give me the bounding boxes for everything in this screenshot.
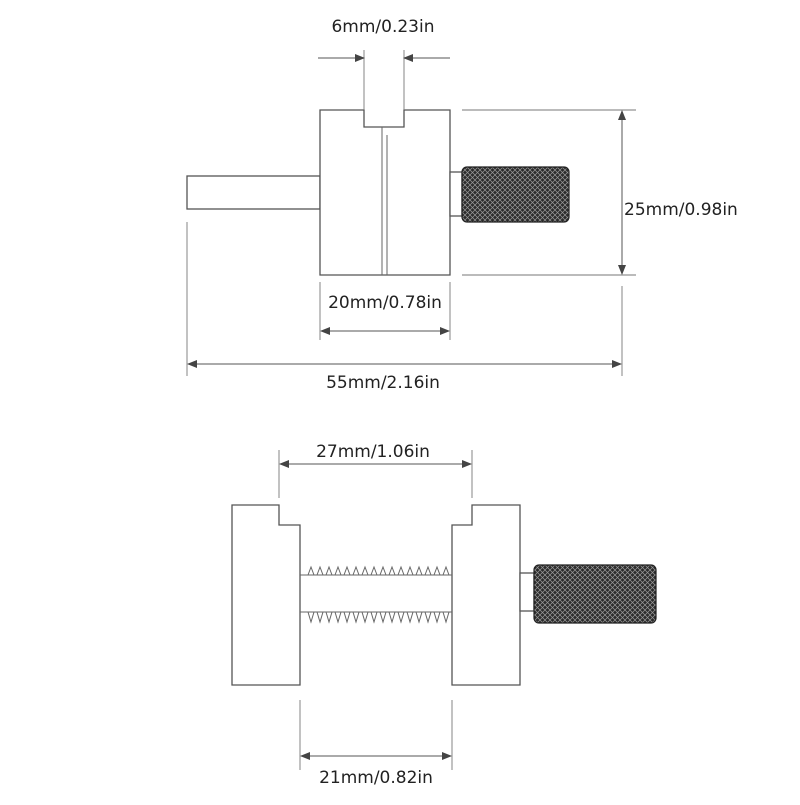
spring-coil-bottom <box>316 611 324 624</box>
spring-coil-bottom <box>424 611 432 624</box>
spring-coil-top <box>361 565 369 576</box>
spring-coil-top <box>334 565 342 576</box>
spring-coil-top <box>352 565 360 576</box>
spring-coil-bottom <box>397 611 405 624</box>
spring-coil-top <box>424 565 432 576</box>
spring-coil-top <box>316 565 324 576</box>
knob-collar-bottom <box>519 572 535 612</box>
knurled-knob-bottom <box>533 564 657 624</box>
knob-collar <box>449 171 463 217</box>
right-jaw <box>451 504 521 686</box>
spring-coil-bottom <box>433 611 441 624</box>
opening-label: 27mm/1.06in <box>316 442 430 462</box>
spring-coil-bottom <box>343 611 351 624</box>
spring-coil-bottom <box>442 611 450 624</box>
spring-coil-bottom <box>334 611 342 624</box>
total-length-label: 55mm/2.16in <box>326 373 440 393</box>
top-view: 6mm/0.23in 25mm/0.98in 20mm/0.78in 55mm/… <box>186 17 738 393</box>
pin-shaft <box>186 175 321 210</box>
spring-coil-bottom <box>406 611 414 624</box>
block-body <box>319 109 451 276</box>
spring-coil-top <box>433 565 441 576</box>
spring-coil-top <box>406 565 414 576</box>
spring-coil-top <box>370 565 378 576</box>
height-label: 25mm/0.98in <box>624 200 738 220</box>
spring-coil-bottom <box>307 611 315 624</box>
bottom-view: 27mm/1.06in 21mm/0.82in <box>231 442 657 788</box>
left-jaw <box>231 504 301 686</box>
spring-coil-top <box>325 565 333 576</box>
spring-coil-top <box>388 565 396 576</box>
spring-coil-top <box>397 565 405 576</box>
spring-coil-bottom <box>370 611 378 624</box>
slot-width-label: 6mm/0.23in <box>331 17 434 37</box>
spring-coil-top <box>343 565 351 576</box>
spring-coil-top <box>379 565 387 576</box>
block-width-label: 20mm/0.78in <box>328 293 442 313</box>
spring-coil-bottom <box>361 611 369 624</box>
spring-coil-top <box>415 565 423 576</box>
spring-coil-top <box>442 565 450 576</box>
spring-coil-bottom <box>325 611 333 624</box>
spring-coil-bottom <box>352 611 360 624</box>
knurled-knob <box>461 166 570 223</box>
spring-coils <box>307 565 450 624</box>
inner-gap-label: 21mm/0.82in <box>319 768 433 788</box>
spring-coil-bottom <box>388 611 396 624</box>
spring-coil-top <box>307 565 315 576</box>
spring-coil-bottom <box>415 611 423 624</box>
spring-rod <box>300 565 452 624</box>
spring-coil-bottom <box>379 611 387 624</box>
